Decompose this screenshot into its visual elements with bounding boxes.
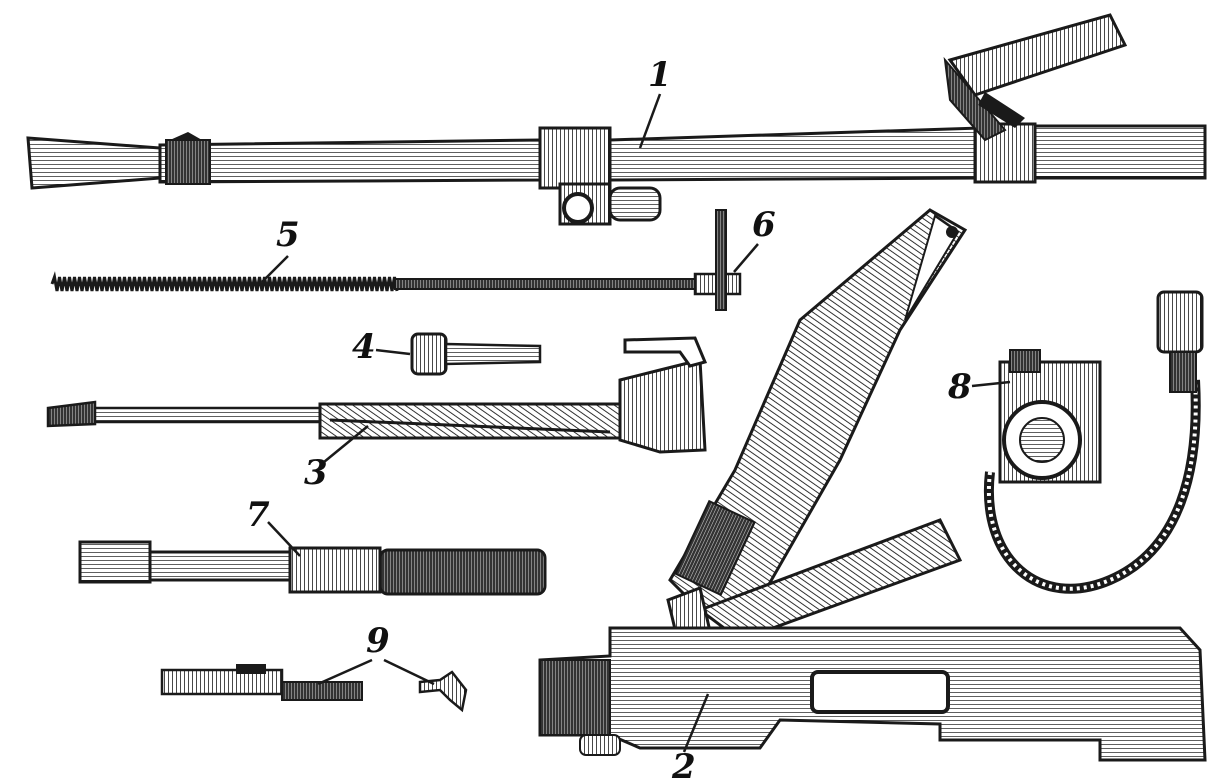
label-1: 1 bbox=[648, 55, 672, 95]
label-9: 9 bbox=[366, 621, 390, 661]
leader-8 bbox=[971, 380, 1011, 388]
leader-9b bbox=[383, 658, 435, 686]
feed-mechanism-part bbox=[983, 290, 1204, 594]
leader-6 bbox=[733, 243, 759, 273]
leader-7 bbox=[267, 521, 301, 557]
leader-3 bbox=[323, 425, 369, 463]
gas-tube-part bbox=[78, 540, 547, 596]
label-4: 4 bbox=[352, 327, 376, 367]
leader-2 bbox=[682, 693, 710, 753]
label-5: 5 bbox=[276, 215, 300, 255]
label-7: 7 bbox=[246, 495, 270, 535]
trigger-part bbox=[160, 664, 468, 713]
bolt-carrier-part bbox=[46, 336, 708, 454]
firing-pin-part bbox=[410, 332, 542, 376]
label-2: 2 bbox=[671, 747, 696, 784]
label-8: 8 bbox=[947, 367, 972, 407]
label-6: 6 bbox=[752, 205, 776, 245]
leader-9a bbox=[317, 658, 373, 686]
receiver-part bbox=[538, 208, 1207, 762]
label-3: 3 bbox=[304, 453, 328, 493]
barrel-part bbox=[26, 13, 1207, 226]
leader-1 bbox=[638, 93, 662, 149]
leader-5 bbox=[261, 255, 289, 283]
leader-4 bbox=[375, 348, 411, 356]
return-spring-part bbox=[50, 209, 742, 311]
